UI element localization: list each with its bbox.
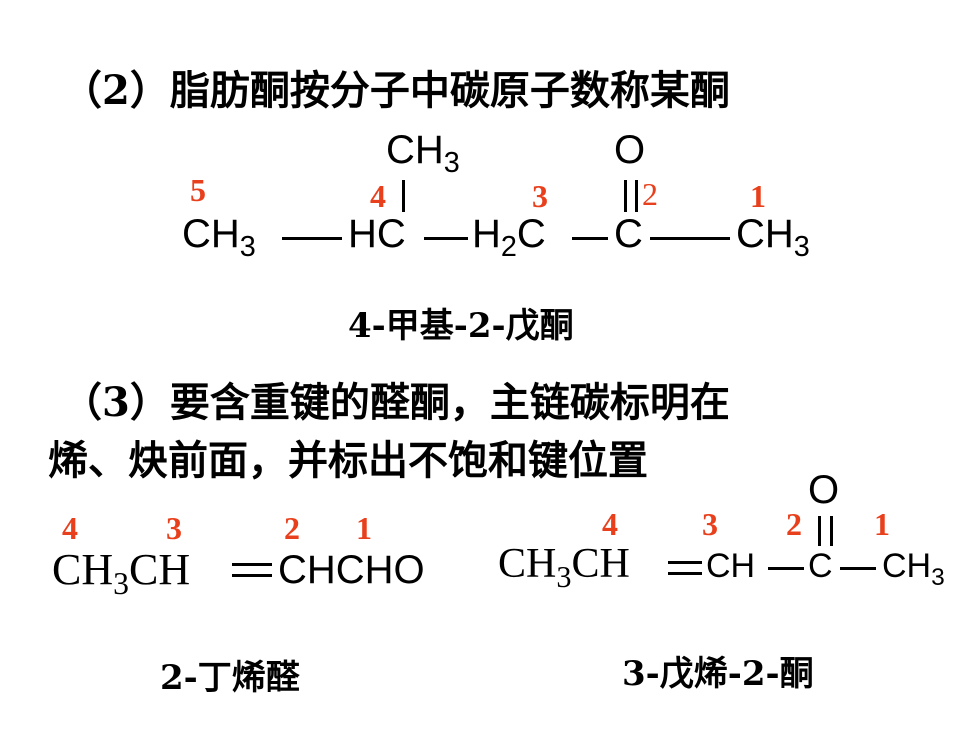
- section-3-line-2: 烯、炔前面，并标出不饱和键位置: [48, 437, 648, 484]
- bond-double-co-b: [830, 516, 833, 546]
- double-bond-a: [668, 561, 702, 564]
- double-bond-b: [668, 572, 702, 575]
- carbon-number-4: 4: [602, 506, 618, 542]
- carbon-number-4: 4: [370, 178, 386, 214]
- chcho-group: CHCHO: [278, 548, 425, 592]
- carbon-number-1: 1: [356, 510, 372, 546]
- carbon-number-2: 2: [642, 176, 658, 212]
- bond-c5-c4: [282, 237, 342, 240]
- carbon-number-1: 1: [874, 506, 890, 542]
- carbon-number-3: 3: [702, 506, 718, 542]
- bond-ch-c: [768, 567, 804, 570]
- bond-c2-c1: [650, 237, 730, 240]
- section-2-heading: （2）脂肪酮按分子中碳原子数称某酮: [62, 67, 730, 114]
- bond-double-co-b: [635, 180, 638, 212]
- carbonyl-oxygen: O: [614, 128, 646, 172]
- ch3ch-group: CH3CH: [498, 541, 630, 594]
- c3-group: H2C: [472, 212, 546, 264]
- c2-carbon: C: [614, 212, 643, 256]
- ch3-group: CH3: [882, 547, 945, 591]
- carbon-number-5: 5: [190, 172, 206, 208]
- bond-c4-c3: [424, 237, 468, 240]
- double-bond-b: [232, 574, 272, 577]
- bond-c3-c2: [572, 237, 608, 240]
- carbonyl-oxygen: O: [808, 468, 840, 512]
- compound-name-2: 2-丁烯醛: [160, 658, 300, 698]
- c4-group: HC: [348, 212, 406, 256]
- bond-double-co-a: [624, 180, 627, 212]
- compound-name-1: 4-甲基-2-戊酮: [348, 306, 574, 346]
- carbon-number-4: 4: [62, 510, 78, 546]
- carbon-number-2: 2: [284, 510, 300, 546]
- carbon-number-3: 3: [532, 178, 548, 214]
- ch3ch-group: CH3CH: [52, 545, 191, 602]
- compound-name-3: 3-戊烯-2-酮: [622, 654, 814, 694]
- carbon-number-1: 1: [750, 178, 766, 214]
- carbon-number-3: 3: [166, 510, 182, 546]
- ch-group: CH: [706, 547, 756, 585]
- carbon-number-2: 2: [786, 506, 802, 542]
- c5-group: CH3: [182, 212, 256, 264]
- bond-vertical-methyl: [402, 180, 405, 212]
- c1-group: CH3: [736, 212, 810, 264]
- methyl-substituent: CH3: [386, 128, 460, 180]
- bond-c-ch3: [840, 567, 876, 570]
- carbonyl-carbon: C: [808, 547, 833, 585]
- bond-double-co-a: [818, 516, 821, 546]
- double-bond-a: [232, 563, 272, 566]
- section-3-line-1: （3）要含重键的醛酮，主链碳标明在: [62, 379, 730, 426]
